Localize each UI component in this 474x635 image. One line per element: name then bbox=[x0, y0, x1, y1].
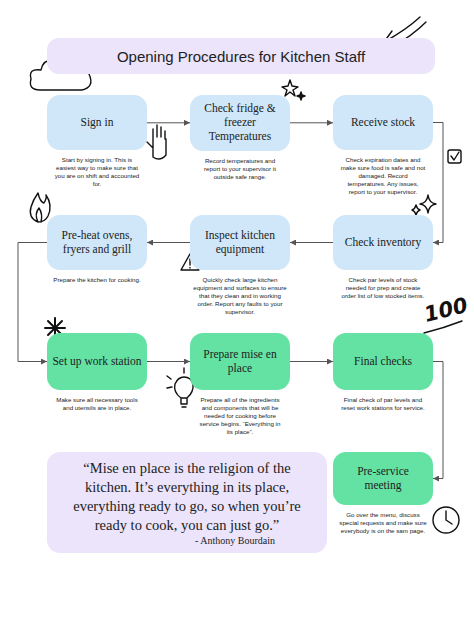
flow-arrow bbox=[290, 122, 333, 123]
step-box: Sign inStart by signing in. This is easi… bbox=[47, 95, 147, 150]
step-description: Check expiration dates and make sure foo… bbox=[339, 156, 427, 196]
check-mark bbox=[451, 152, 459, 160]
step-description: Check par levels of stock needed for pre… bbox=[339, 276, 427, 300]
step-description: Final check of par levels and reset work… bbox=[341, 396, 425, 412]
step-title: Set up work station bbox=[52, 355, 141, 369]
sparkle-icon bbox=[412, 195, 436, 215]
step-description: Prepare the kitchen for cooking. bbox=[53, 276, 141, 284]
flow-arrow bbox=[18, 243, 47, 362]
step-title: Final checks bbox=[354, 355, 412, 369]
step-box: Inspect kitchen equipmentQuickly check l… bbox=[190, 215, 290, 270]
flow-arrow bbox=[147, 242, 190, 243]
flame-icon bbox=[30, 193, 50, 222]
step-box: Check fridge & freezer TemperaturesRecor… bbox=[190, 95, 290, 151]
step-title: Prepare mise en place bbox=[203, 348, 277, 376]
star-icon bbox=[297, 92, 305, 100]
flow-arrow bbox=[147, 361, 190, 362]
step-box: Prepare mise en placePrepare all of the … bbox=[190, 333, 290, 390]
quote-panel: “Mise en place is the religion of the ki… bbox=[47, 452, 327, 553]
hand-icon bbox=[147, 125, 166, 159]
star-icon bbox=[282, 80, 298, 96]
step-box: Set up work stationMake sure all necessa… bbox=[47, 333, 147, 390]
clock-icon bbox=[433, 507, 459, 533]
step-description: Go over the menu, discuss special reques… bbox=[339, 511, 427, 535]
step-description: Record temperatures and report to your s… bbox=[196, 157, 284, 181]
clock-hands bbox=[446, 511, 452, 524]
step-title: Pre-service meeting bbox=[338, 465, 428, 493]
checkbox-icon bbox=[448, 150, 461, 163]
title-band: Opening Procedures for Kitchen Staff bbox=[47, 38, 435, 74]
flow-arrow bbox=[433, 362, 443, 479]
quote-text: “Mise en place is the religion of the ki… bbox=[59, 459, 315, 534]
flow-arrow bbox=[147, 122, 190, 123]
flow-arrow bbox=[290, 242, 333, 243]
step-box: Final checksFinal check of par levels an… bbox=[333, 333, 433, 390]
step-description: Make sure all necessary tools and utensi… bbox=[55, 396, 139, 412]
title: Opening Procedures for Kitchen Staff bbox=[117, 48, 365, 65]
step-box: Receive stockCheck expiration dates and … bbox=[333, 95, 433, 150]
flow-arrow bbox=[290, 361, 333, 362]
step-box: Pre-service meetingGo over the menu, dis… bbox=[333, 452, 433, 505]
quote-author: - Anthony Bourdain bbox=[195, 535, 275, 546]
step-description: Prepare all of the ingredients and compo… bbox=[199, 396, 281, 436]
step-title: Inspect kitchen equipment bbox=[195, 229, 285, 257]
step-title: Check inventory bbox=[345, 236, 421, 250]
step-title: Pre-heat ovens, fryers and grill bbox=[52, 229, 142, 257]
step-description: Start by signing in. This is easiest way… bbox=[53, 156, 141, 188]
step-box: Check inventoryCheck par levels of stock… bbox=[333, 215, 433, 270]
flow-arrow bbox=[433, 123, 443, 243]
step-title: Sign in bbox=[81, 116, 114, 130]
doodle-number: 100 bbox=[422, 293, 470, 327]
step-title: Receive stock bbox=[351, 116, 415, 130]
step-box: Pre-heat ovens, fryers and grillPrepare … bbox=[47, 215, 147, 270]
step-title: Check fridge & freezer Temperatures bbox=[195, 102, 285, 143]
step-description: Quickly check large kitchen equipment an… bbox=[191, 276, 289, 316]
